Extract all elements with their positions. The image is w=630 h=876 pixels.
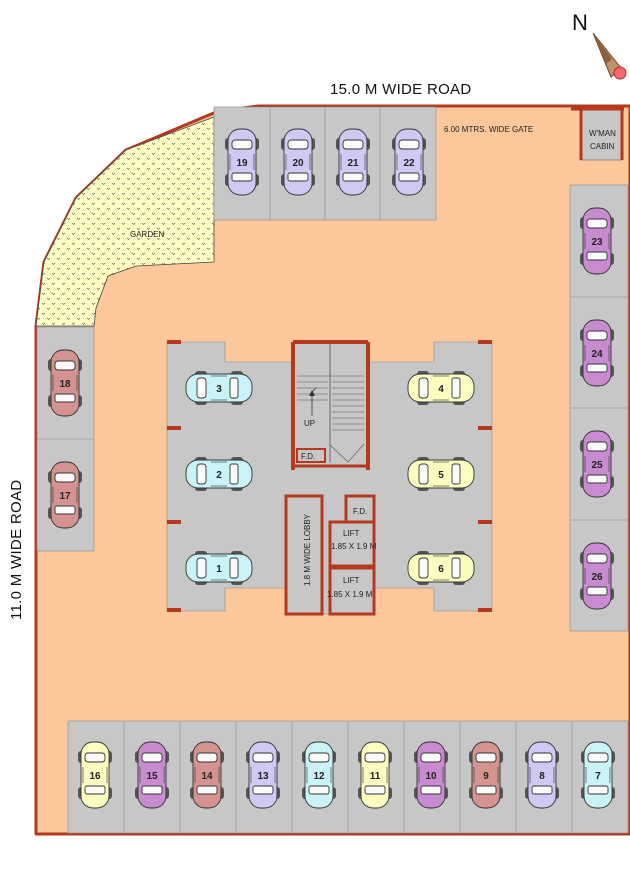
stair-up-label: UP <box>304 419 315 428</box>
car-number: 4 <box>438 384 444 395</box>
lift1-size: 1.85 X 1.9 M <box>331 542 377 551</box>
car-10: 10 <box>414 741 448 809</box>
car-22: 22 <box>392 128 426 196</box>
car-number: 14 <box>201 771 213 782</box>
car-6: 6 <box>407 551 475 585</box>
car-18: 18 <box>48 349 82 417</box>
car-5: 5 <box>407 457 475 491</box>
car-number: 13 <box>257 771 269 782</box>
car-1: 1 <box>185 551 253 585</box>
car-19: 19 <box>225 128 259 196</box>
lift1-title: LIFT <box>343 529 360 538</box>
car-number: 26 <box>591 572 603 583</box>
watchman-cabin: W'MAN CABIN <box>571 107 624 161</box>
car-7: 7 <box>581 741 615 809</box>
car-20: 20 <box>281 128 315 196</box>
car-9: 9 <box>469 741 503 809</box>
car-25: 25 <box>580 430 614 498</box>
car-21: 21 <box>336 128 370 196</box>
watchman-label-line2: CABIN <box>590 142 615 151</box>
lift2-title: LIFT <box>343 576 360 585</box>
car-17: 17 <box>48 461 82 529</box>
car-number: 15 <box>146 771 158 782</box>
car-8: 8 <box>525 741 559 809</box>
car-4: 4 <box>407 371 475 405</box>
fd-lift-label: F.D. <box>353 507 367 516</box>
car-2: 2 <box>185 457 253 491</box>
north-road-label: 15.0 M WIDE ROAD <box>330 81 472 98</box>
car-number: 19 <box>236 158 248 169</box>
car-number: 25 <box>591 460 603 471</box>
column-marks <box>167 340 492 612</box>
garden-label: GARDEN <box>130 230 164 239</box>
car-number: 8 <box>539 771 545 782</box>
car-16: 16 <box>78 741 112 809</box>
car-number: 24 <box>591 349 603 360</box>
car-15: 15 <box>135 741 169 809</box>
car-number: 1 <box>216 564 222 575</box>
garden-area <box>35 116 215 327</box>
car-number: 5 <box>438 470 444 481</box>
south-bay-dividers <box>123 721 573 833</box>
car-number: 12 <box>313 771 325 782</box>
car-number: 3 <box>216 384 222 395</box>
car-number: 17 <box>59 491 71 502</box>
lift2-size: 1.85 X 1.9 M <box>327 590 373 599</box>
car-number: 23 <box>591 237 603 248</box>
car-number: 18 <box>59 379 71 390</box>
car-number: 16 <box>89 771 101 782</box>
compass-shadow-icon <box>593 33 612 64</box>
car-number: 7 <box>595 771 601 782</box>
fd-stair-label: F.D. <box>301 452 315 461</box>
compass-dot-icon <box>613 66 627 80</box>
car-13: 13 <box>246 741 280 809</box>
north-compass: N <box>572 10 627 80</box>
car-number: 10 <box>425 771 437 782</box>
car-number: 21 <box>347 158 359 169</box>
west-road-label: 11.0 M WIDE ROAD <box>8 480 25 620</box>
car-14: 14 <box>190 741 224 809</box>
car-23: 23 <box>580 207 614 275</box>
car-12: 12 <box>302 741 336 809</box>
car-number: 20 <box>292 158 304 169</box>
car-26: 26 <box>580 542 614 610</box>
car-11: 11 <box>358 741 392 809</box>
car-number: 11 <box>370 771 381 782</box>
watchman-label-line1: W'MAN <box>589 129 616 138</box>
lobby-label: 1.8 M WIDE LOBBY <box>303 513 312 586</box>
car-3: 3 <box>185 371 253 405</box>
gate-label: 6.00 MTRS. WIDE GATE <box>444 125 533 134</box>
car-number: 2 <box>216 470 222 481</box>
car-number: 9 <box>483 771 489 782</box>
lobby-lift-core: 1.8 M WIDE LOBBY F.D. LIFT 1.85 X 1.9 M … <box>284 494 377 616</box>
stair-core: UP F.D. <box>291 340 370 470</box>
north-label: N <box>572 10 588 35</box>
stair-arrow-icon <box>309 390 315 396</box>
car-24: 24 <box>580 319 614 387</box>
car-number: 22 <box>403 158 415 169</box>
car-number: 6 <box>438 564 444 575</box>
